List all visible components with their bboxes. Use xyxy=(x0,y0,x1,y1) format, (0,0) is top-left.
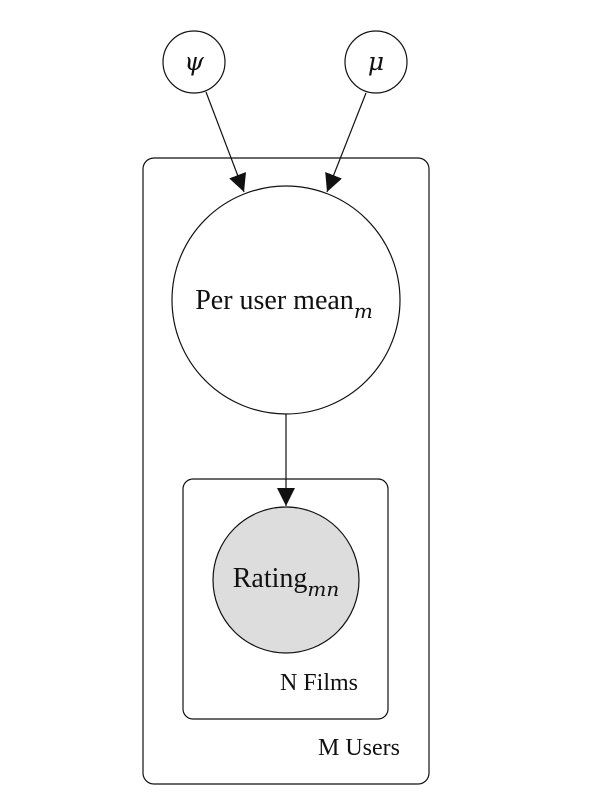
node-rating: Ratingmn xyxy=(212,506,360,654)
node-mu: μ xyxy=(344,30,408,94)
node-psi-label: ψ xyxy=(184,47,204,76)
node-user-mean: Per user meanm xyxy=(171,185,401,415)
edge-mu-to-user-mean xyxy=(325,92,367,193)
node-rating-label: Rating xyxy=(233,563,308,594)
node-user-mean-subscript: m xyxy=(354,299,373,323)
node-rating-text: Ratingmn xyxy=(233,563,340,601)
node-mu-label: μ xyxy=(368,47,384,76)
node-rating-subscript: mn xyxy=(307,577,339,601)
plate-users xyxy=(142,157,430,785)
plate-users-label: M Users xyxy=(318,735,400,761)
plate-films-label: N Films xyxy=(280,670,358,696)
node-user-mean-label: Per user mean xyxy=(195,285,354,316)
edge-psi-to-user-mean xyxy=(205,91,247,193)
node-psi: ψ xyxy=(162,30,226,94)
node-user-mean-text: Per user meanm xyxy=(195,285,373,323)
